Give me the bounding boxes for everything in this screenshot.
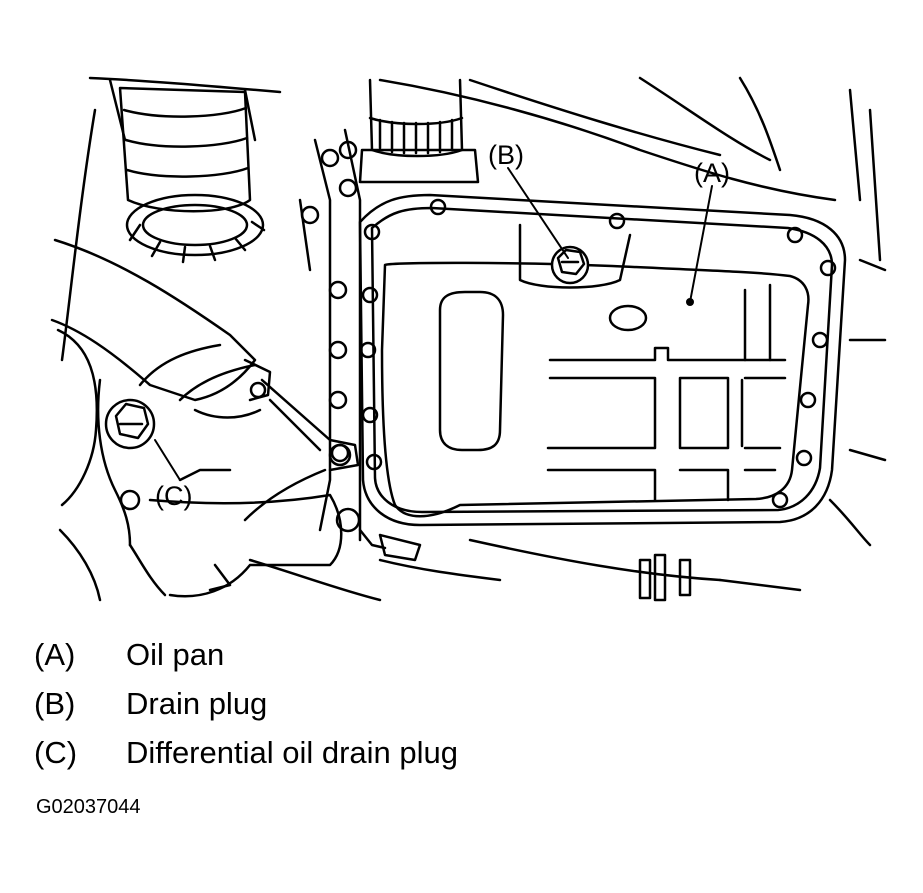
legend-row-differential-drain-plug: (C) Differential oil drain plug (34, 735, 458, 771)
drain-plug-c (104, 398, 156, 450)
callout-a: (A) (694, 158, 730, 188)
legend-key: (C) (34, 735, 78, 770)
engine-background-lines (56, 76, 887, 602)
callout-leaders (154, 167, 713, 481)
legend-row-drain-plug: (B) Drain plug (34, 686, 267, 722)
figure-code: G02037044 (36, 796, 141, 818)
transmission-flange (300, 128, 362, 542)
oil-filter (358, 78, 480, 184)
oil-pan-drain-illustration: (B) (A) (C) (50, 76, 887, 602)
lower-mount (378, 533, 692, 602)
legend-key: (B) (34, 686, 76, 721)
legend-text: Drain plug (126, 686, 268, 721)
drain-plug-b (550, 245, 590, 285)
upper-filter-housing (118, 86, 266, 264)
oil-pan (380, 223, 810, 518)
callout-c: (C) (155, 481, 192, 511)
legend-key: (A) (34, 637, 76, 672)
hose (50, 238, 272, 419)
legend-text: Differential oil drain plug (126, 735, 459, 770)
bracket (243, 378, 360, 522)
differential-case (96, 378, 387, 598)
callout-b: (B) (488, 140, 524, 170)
legend-row-oil-pan: (A) Oil pan (34, 637, 224, 673)
legend-text: Oil pan (126, 637, 225, 672)
